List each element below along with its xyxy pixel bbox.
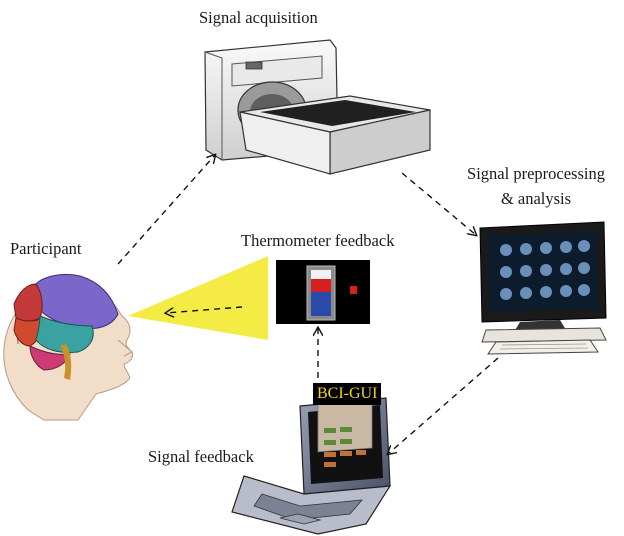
label-participant: Participant: [10, 239, 82, 258]
label-analysis: & analysis: [500, 189, 572, 208]
label-signal-acquisition: Signal acquisition: [199, 8, 318, 27]
computer-monitor-icon: [479, 221, 607, 355]
label-signal-feedback: Signal feedback: [148, 447, 254, 466]
arrow-analysis-to-gui: [388, 357, 499, 454]
label-thermometer-feedback: Thermometer feedback: [241, 231, 395, 250]
arrow-acquisition-to-preprocessing: [401, 172, 476, 235]
arrow-thermometer-to-participant: [166, 306, 243, 313]
arrow-participant-to-acquisition: [117, 155, 215, 265]
label-signal-preprocessing: Signal preprocessing: [467, 164, 605, 183]
feedback-beam-icon: [128, 256, 268, 340]
mri-scanner-icon: [204, 39, 431, 175]
laptop-icon: [231, 393, 392, 535]
brain-head-icon: [3, 273, 133, 421]
thermometer-display-icon: [276, 260, 370, 324]
label-bci-gui: BCI-GUI: [313, 383, 382, 405]
